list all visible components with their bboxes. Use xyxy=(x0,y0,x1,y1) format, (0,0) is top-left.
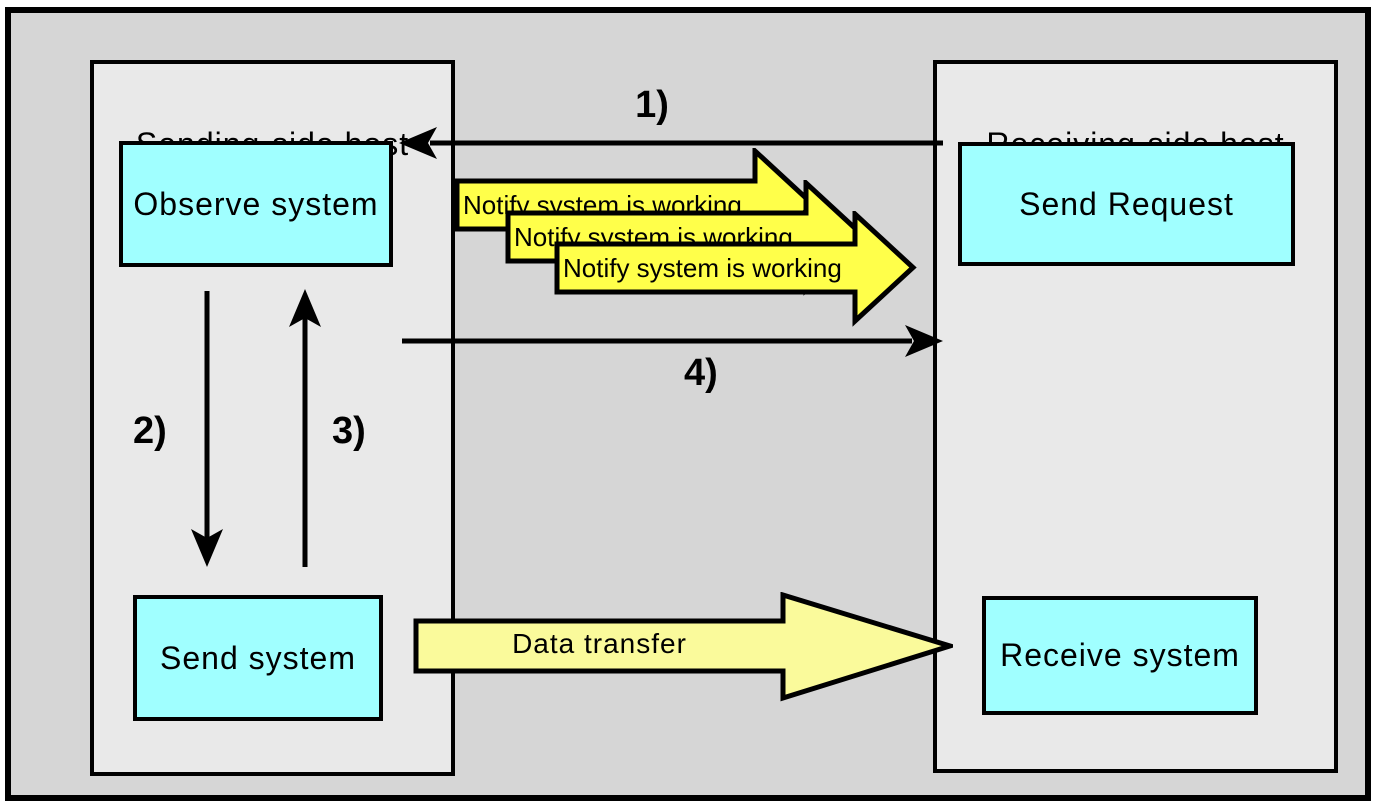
arrow-step2-down-icon xyxy=(191,291,223,567)
arrow-step3-up-icon xyxy=(289,289,321,567)
data-transfer-label: Data transfer xyxy=(512,628,687,659)
data-transfer-arrow: Data transfer xyxy=(413,592,953,702)
step-2-label: 2) xyxy=(133,410,167,452)
step-3-label: 3) xyxy=(332,410,366,452)
arrow-step1-left-icon xyxy=(399,127,943,159)
send-system-node: Send system xyxy=(133,595,383,721)
receive-system-node: Receive system xyxy=(982,596,1258,715)
observe-system-node: Observe system xyxy=(119,141,393,267)
notify-arrow-3-shape xyxy=(554,211,917,327)
arrow-step4-right-icon xyxy=(402,325,943,357)
step-4-label: 4) xyxy=(684,352,718,394)
notify-arrow-3: Notify system is working xyxy=(554,211,920,328)
step-1-label: 1) xyxy=(635,84,669,126)
send-request-node: Send Request xyxy=(958,142,1295,266)
notify-arrow-3-label: Notify system is working xyxy=(563,253,842,283)
data-transfer-arrow-shape xyxy=(413,592,953,702)
